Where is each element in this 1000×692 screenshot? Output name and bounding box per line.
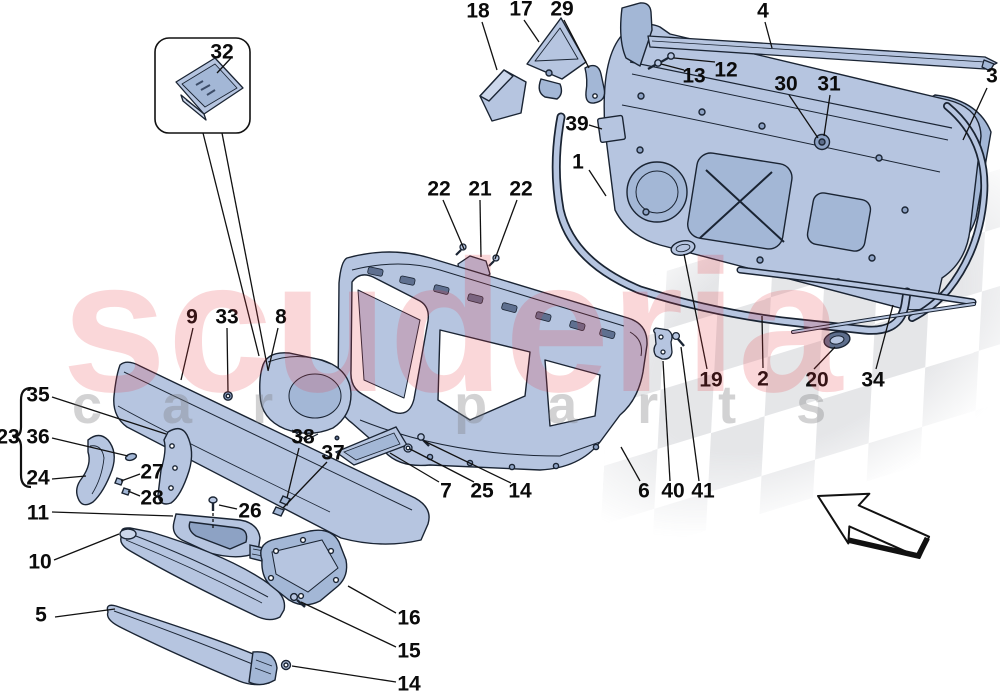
grommets [670, 240, 851, 349]
svg-text:1: 1 [572, 151, 584, 174]
svg-text:3: 3 [986, 65, 998, 88]
svg-text:2: 2 [757, 368, 769, 391]
svg-text:14: 14 [508, 480, 532, 503]
svg-text:22: 22 [509, 178, 532, 201]
svg-text:32: 32 [210, 41, 233, 64]
svg-text:30: 30 [774, 73, 797, 96]
svg-text:13: 13 [682, 65, 705, 88]
svg-text:9: 9 [186, 306, 198, 329]
svg-text:37: 37 [321, 442, 344, 465]
svg-text:38: 38 [291, 426, 315, 449]
svg-text:16: 16 [397, 607, 420, 630]
svg-text:31: 31 [817, 73, 841, 96]
svg-text:40: 40 [661, 480, 684, 503]
screw-22-left [455, 243, 467, 256]
svg-text:39: 39 [565, 113, 588, 136]
svg-text:22: 22 [427, 178, 450, 201]
window-rail-strip [647, 35, 998, 72]
svg-text:17: 17 [509, 0, 532, 21]
clip-28 [121, 487, 131, 496]
svg-text:4: 4 [757, 0, 769, 23]
lower-pocket-5 [106, 604, 278, 686]
svg-text:36: 36 [26, 426, 49, 449]
svg-text:28: 28 [140, 487, 164, 510]
hinge-bracket [619, 2, 653, 67]
screw-22-right [488, 254, 500, 267]
screw-15 [289, 592, 306, 608]
triangle-trim-7 [334, 426, 430, 466]
screw-12 [660, 52, 675, 63]
door-substructure-panel [597, 2, 992, 311]
armrest-10 [119, 527, 286, 621]
svg-text:33: 33 [215, 306, 238, 329]
nut-14-lower [280, 659, 292, 671]
svg-text:6: 6 [638, 480, 650, 503]
direction-arrow [817, 492, 931, 560]
jbl-badge-32 [175, 57, 244, 121]
svg-text:21: 21 [468, 178, 492, 201]
svg-text:25: 25 [470, 480, 494, 503]
upper-trim-strip-9 [113, 361, 430, 545]
svg-text:29: 29 [550, 0, 573, 21]
svg-text:26: 26 [238, 500, 261, 523]
svg-text:34: 34 [861, 369, 885, 392]
clip-37 [272, 506, 285, 517]
svg-text:5: 5 [35, 604, 47, 627]
door-seals [551, 102, 989, 335]
mirror-mount-group [479, 17, 675, 122]
washer-25 [403, 443, 413, 453]
svg-text:27: 27 [140, 461, 163, 484]
auxiliary-lines [202, 132, 269, 531]
group-brace-23 [12, 386, 32, 489]
trim-substructure-panel [337, 251, 648, 471]
svg-text:8: 8 [275, 306, 287, 329]
screw-13 [647, 59, 662, 70]
window-adjuster-grommet [813, 133, 831, 151]
svg-text:19: 19 [699, 369, 722, 392]
svg-text:15: 15 [397, 640, 421, 663]
screw-26 [208, 496, 218, 511]
svg-text:12: 12 [714, 59, 737, 82]
tweeter-pod-8 [259, 352, 352, 441]
svg-text:35: 35 [26, 384, 50, 407]
clip-27 [114, 477, 124, 486]
grommet-33 [223, 391, 233, 401]
svg-text:18: 18 [466, 0, 490, 23]
svg-text:41: 41 [691, 480, 715, 503]
latch-bracket [653, 327, 685, 360]
svg-text:23: 23 [0, 426, 20, 449]
door-pull-handles [75, 427, 193, 506]
adhesive-pad [597, 114, 626, 143]
svg-text:20: 20 [805, 369, 828, 392]
svg-text:24: 24 [26, 467, 50, 490]
svg-text:7: 7 [440, 480, 452, 503]
callout-leader-lines [51, 19, 988, 683]
screw-41 [671, 331, 685, 347]
svg-text:14: 14 [397, 673, 421, 692]
hinge-bracket-16 [260, 529, 348, 671]
svg-text:10: 10 [28, 551, 51, 574]
svg-text:11: 11 [27, 502, 50, 525]
speaker-badge-box [154, 37, 251, 134]
